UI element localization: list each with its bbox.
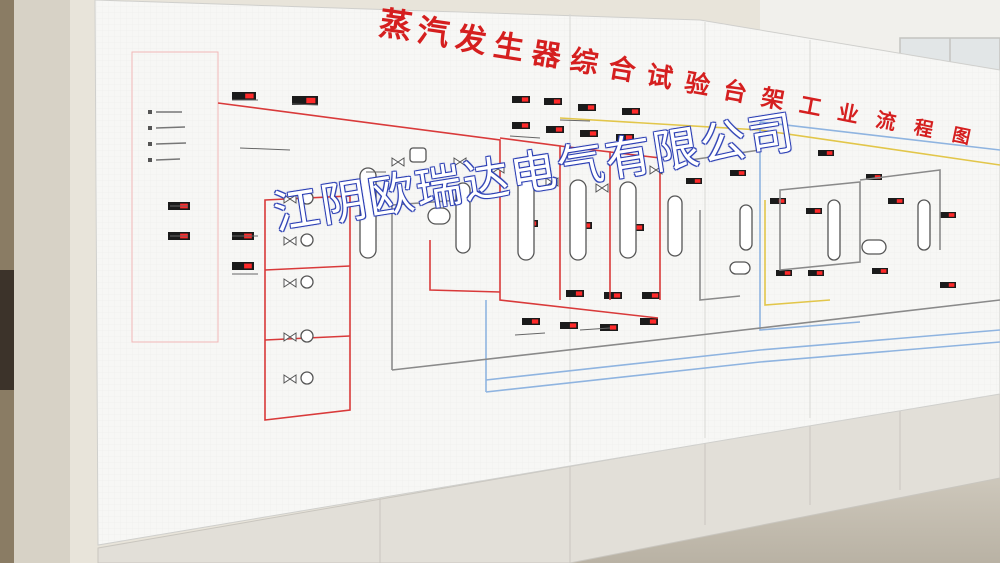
meter-digit	[649, 319, 657, 324]
digital-meter	[232, 92, 256, 100]
meter-digit	[609, 325, 617, 330]
meter-digit	[625, 135, 633, 140]
digital-meter	[730, 170, 746, 176]
process-equipment	[300, 147, 931, 385]
meter-digit	[948, 213, 955, 217]
meter-digit	[826, 151, 833, 155]
title-character: 业	[836, 99, 861, 128]
digital-meter	[872, 268, 888, 274]
meter-digit	[589, 131, 597, 136]
digital-meter	[616, 134, 634, 141]
meter-digit	[631, 109, 639, 114]
digital-meter	[776, 270, 792, 276]
digital-meter	[866, 174, 882, 180]
meter-digit	[583, 223, 591, 228]
meter-digit	[738, 171, 745, 175]
digital-meter	[292, 96, 318, 105]
meter-digit	[569, 323, 577, 328]
legend-box	[131, 51, 219, 343]
meter-digit	[784, 271, 791, 275]
title-character: 蒸	[377, 3, 415, 46]
digital-meter	[512, 96, 530, 103]
title-character: 试	[644, 61, 675, 95]
title-character: 程	[912, 116, 935, 141]
meter-digit	[896, 199, 903, 203]
title-character: 汽	[415, 11, 452, 53]
digital-meter	[560, 322, 578, 329]
meter-digit	[880, 269, 887, 273]
meter-digit	[555, 127, 563, 132]
meter-digit	[531, 319, 539, 324]
title-character: 综	[568, 43, 601, 80]
title-character: 器	[529, 35, 565, 73]
meter-digit	[575, 291, 583, 296]
digital-meter	[686, 178, 702, 184]
title-character: 验	[682, 68, 712, 101]
digital-meter	[566, 290, 584, 297]
meter-digit	[814, 209, 821, 213]
meter-digit	[521, 97, 529, 102]
meter-digit	[816, 271, 823, 275]
digital-meter	[770, 198, 786, 204]
digital-meter	[512, 122, 530, 129]
title-character: 台	[721, 75, 750, 108]
meter-digit	[306, 97, 316, 104]
title-character: 合	[606, 51, 638, 87]
title-character: 图	[950, 124, 972, 148]
digital-meter	[642, 292, 660, 299]
digital-meter	[604, 292, 622, 299]
title-character: 架	[759, 84, 787, 115]
title-character: 流	[874, 107, 898, 134]
digital-meter	[580, 130, 598, 137]
digital-meter	[622, 108, 640, 115]
digital-meter	[818, 150, 834, 156]
meter-digit	[613, 293, 621, 298]
meter-digit	[694, 179, 701, 183]
title-character: 发	[452, 20, 489, 60]
digital-meter	[546, 126, 564, 133]
meter-digit	[244, 263, 252, 269]
meter-digit	[948, 283, 955, 287]
valves	[283, 157, 663, 384]
meter-digit	[245, 93, 254, 99]
digital-meter	[940, 282, 956, 288]
title-character: 工	[797, 92, 824, 122]
digital-meter	[808, 270, 824, 276]
process-piping	[217, 102, 1000, 421]
meter-digit	[553, 99, 561, 104]
digital-meter	[578, 104, 596, 111]
illegible-labels	[170, 99, 611, 336]
digital-meter	[522, 318, 540, 325]
display-board	[94, 0, 1000, 563]
meter-digit	[521, 123, 529, 128]
digital-meter	[600, 324, 618, 331]
panel-title: 蒸汽发生器综合试验台架工业流程图	[377, 3, 973, 149]
digital-meter	[232, 262, 254, 270]
meter-digit	[635, 225, 643, 230]
meter-digit	[778, 199, 785, 203]
digital-meter	[544, 98, 562, 105]
digital-meter	[888, 198, 904, 204]
digital-meter	[640, 318, 658, 325]
title-character: 生	[491, 28, 526, 67]
meter-digit	[651, 293, 659, 298]
digital-meter	[806, 208, 822, 214]
digital-meter	[940, 212, 956, 218]
meter-digit	[587, 105, 595, 110]
